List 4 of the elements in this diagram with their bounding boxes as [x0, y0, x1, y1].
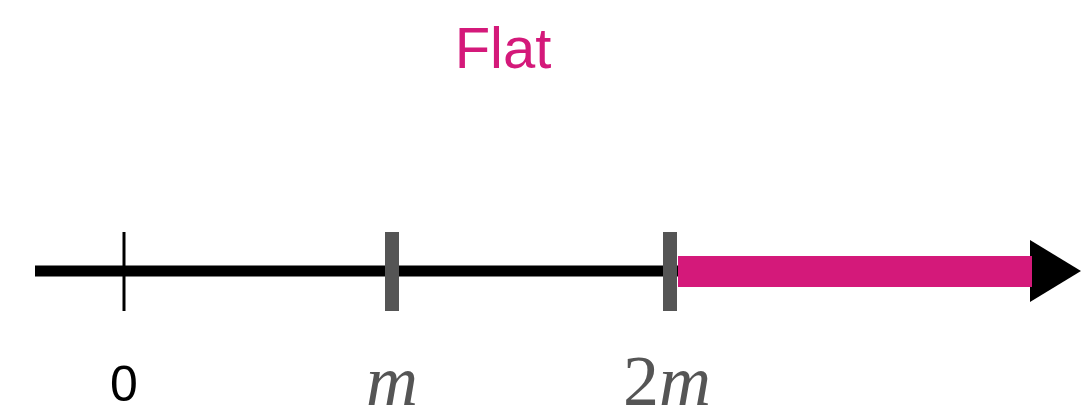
tick-label: m [366, 340, 418, 417]
tick-label: 2m [623, 340, 711, 417]
tick-label: 0 [110, 355, 138, 413]
section-title: Flat [454, 14, 552, 81]
